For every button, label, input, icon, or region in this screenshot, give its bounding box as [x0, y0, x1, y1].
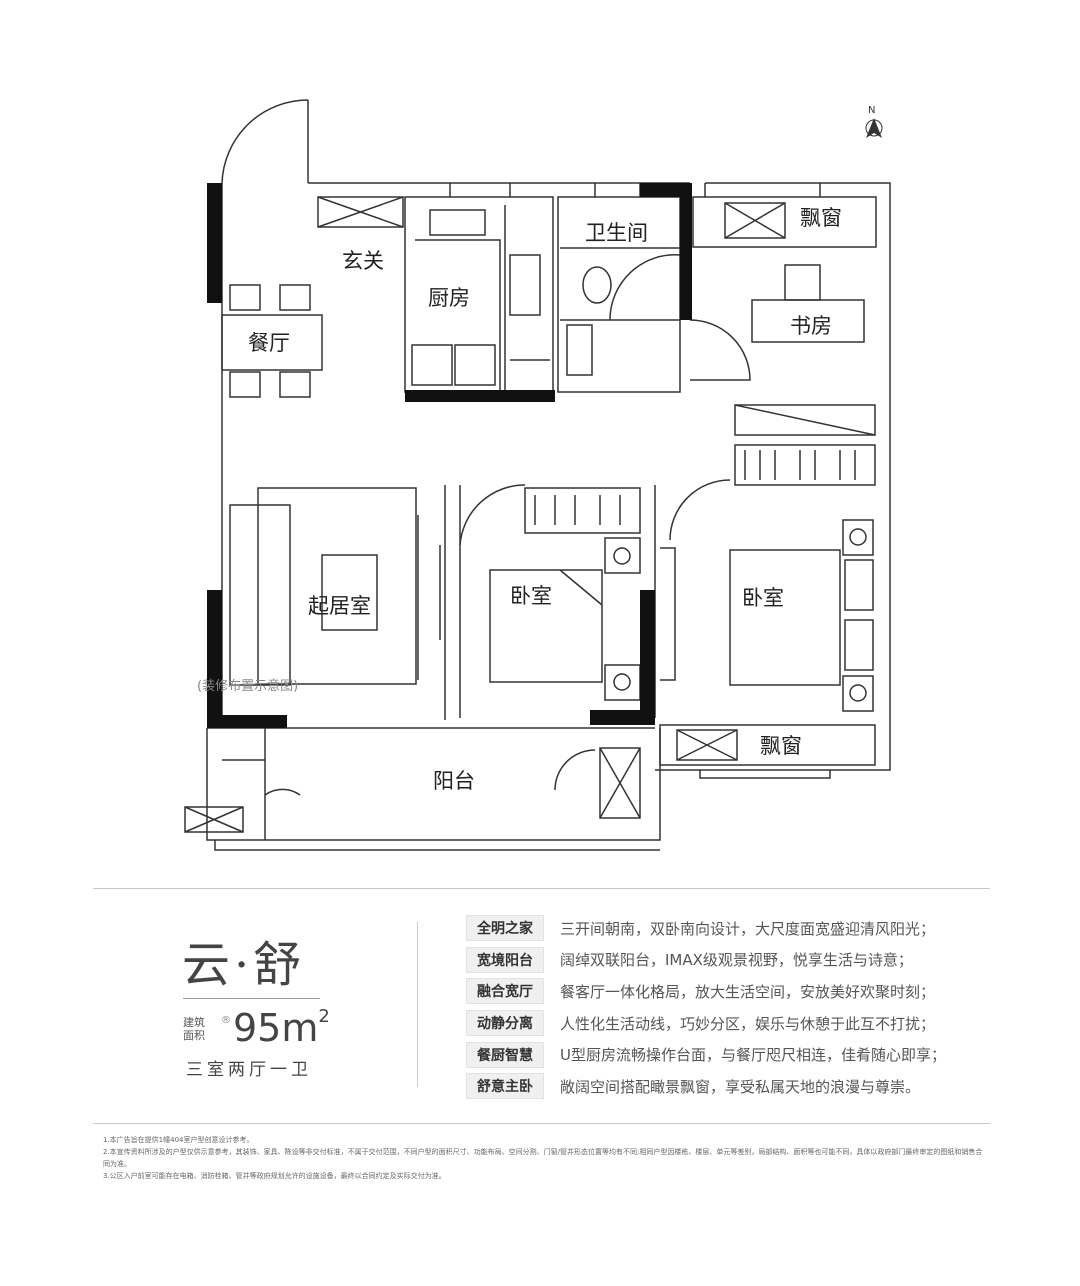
- room-label-balcony: 阳台: [433, 769, 475, 793]
- room-label-bedroom-second: 卧室: [510, 584, 552, 608]
- room-label-living: 起居室: [308, 594, 371, 618]
- room-label-bay-window-north: 飘窗: [800, 206, 842, 230]
- feature-text: 三开间朝南，双卧南向设计，大尺度面宽盛迎清风阳光；: [560, 919, 936, 938]
- feature-text: U型厨房流畅操作台面，与餐厅咫尺相连，佳肴随心即享；: [560, 1046, 946, 1065]
- feature-item: 融合宽厅餐客厅一体化格局，放大生活空间，安放美好欢聚时刻；: [466, 978, 946, 1005]
- area-number: 95m: [233, 1006, 319, 1050]
- feature-text: 人性化生活动线，巧妙分区，娱乐与休憩于此互不打扰；: [560, 1014, 936, 1033]
- room-label-entry: 玄关: [342, 249, 384, 273]
- feature-tag: 全明之家: [466, 915, 544, 941]
- room-layout: 三室两厅一卫: [186, 1060, 312, 1080]
- room-label-bedroom-master: 卧室: [742, 586, 784, 610]
- footnote: 2.本宣传资料所涉及的户型仅供示意参考，其装饰、家具、陈设等非交付标准，不属于交…: [103, 1148, 983, 1168]
- decor-note: (装修布置示意图): [197, 678, 298, 694]
- feature-item: 宽境阳台阔绰双联阳台，IMAX级观景视野，悦享生活与诗意；: [466, 946, 946, 973]
- unit-name: 云·舒: [182, 937, 306, 993]
- feature-list: 全明之家三开间朝南，双卧南向设计，大尺度面宽盛迎清风阳光； 宽境阳台阔绰双联阳台…: [466, 915, 946, 1105]
- area-superscript: 2: [318, 1006, 330, 1027]
- north-compass-icon: [865, 118, 883, 138]
- feature-item: 餐厨智慧 U型厨房流畅操作台面，与餐厅咫尺相连，佳肴随心即享；: [466, 1041, 946, 1068]
- feature-tag: 动静分离: [466, 1010, 544, 1037]
- area-label-line2: 面积: [183, 1029, 205, 1042]
- compass-label: N: [868, 105, 875, 116]
- area-label-line1: 建筑: [183, 1016, 205, 1029]
- room-label-kitchen: 厨房: [428, 286, 470, 310]
- area-mark: ®: [221, 1015, 231, 1026]
- title-rule: [183, 998, 320, 999]
- feature-item: 全明之家三开间朝南，双卧南向设计，大尺度面宽盛迎清风阳光；: [466, 915, 946, 941]
- room-label-bathroom: 卫生间: [585, 221, 648, 245]
- footnote: 1.本广告旨在提供1幢404室户型创意设计参考。: [103, 1136, 254, 1144]
- top-divider: [93, 888, 990, 889]
- area-label: 建筑 面积: [183, 1016, 205, 1042]
- feature-text: 餐客厅一体化格局，放大生活空间，安放美好欢聚时刻；: [560, 982, 936, 1001]
- feature-tag: 舒意主卧: [466, 1073, 544, 1100]
- bottom-divider: [93, 1123, 990, 1124]
- vertical-divider: [417, 922, 418, 1087]
- footnote: 3.公区入户前室可能存在电箱、消防栓箱、管井等政府规划允许的设施设备，最终以合同…: [103, 1172, 446, 1180]
- room-label-bay-window-south: 飘窗: [760, 734, 802, 758]
- feature-text: 敞阔空间搭配瞰景飘窗，享受私属天地的浪漫与尊崇。: [560, 1077, 921, 1096]
- feature-text: 阔绰双联阳台，IMAX级观景视野，悦享生活与诗意；: [560, 951, 913, 970]
- feature-tag: 融合宽厅: [466, 978, 544, 1005]
- room-label-study: 书房: [790, 314, 832, 338]
- feature-tag: 餐厨智慧: [466, 1041, 544, 1068]
- feature-item: 舒意主卧敞阔空间搭配瞰景飘窗，享受私属天地的浪漫与尊崇。: [466, 1073, 946, 1100]
- room-label-dining: 餐厅: [248, 331, 290, 355]
- feature-tag: 宽境阳台: [466, 946, 544, 973]
- area-value: 95m2: [233, 1006, 330, 1050]
- footnotes: 1.本广告旨在提供1幢404室户型创意设计参考。 2.本宣传资料所涉及的户型仅供…: [103, 1134, 983, 1182]
- floor-plan: N 玄关 厨房 卫生间 飘窗 书房 餐厅 起居室 卧室 卧室 飘窗 阳台 (装修…: [184, 99, 891, 851]
- feature-item: 动静分离人性化生活动线，巧妙分区，娱乐与休憩于此互不打扰；: [466, 1010, 946, 1037]
